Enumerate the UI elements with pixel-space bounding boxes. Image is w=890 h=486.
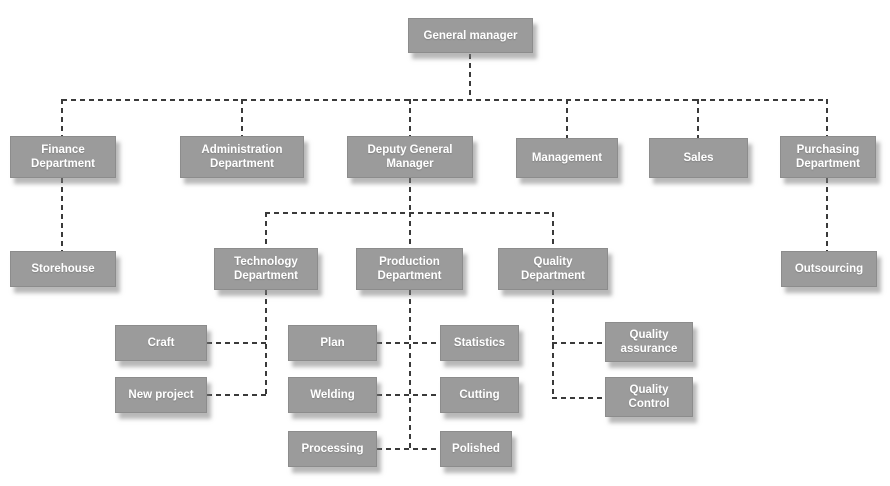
connector-stub-purchasing [826, 99, 828, 136]
node-sales: Sales [649, 138, 748, 178]
connector-purchasing-outsourcing [826, 178, 828, 251]
node-quality-assurance: Quality assurance [605, 322, 693, 362]
connector-finance-storehouse [61, 178, 63, 251]
node-new-project: New project [115, 377, 207, 413]
node-quality-control: Quality Control [605, 377, 693, 417]
node-processing: Processing [288, 431, 377, 467]
connector-stub-management [566, 99, 568, 138]
connector-deputy-down [409, 178, 411, 212]
node-welding: Welding [288, 377, 377, 413]
node-craft: Craft [115, 325, 207, 361]
connector-stub-administration [241, 99, 243, 136]
connector-level2-bus [62, 99, 828, 101]
node-polished: Polished [440, 431, 512, 467]
node-purchasing-department: Purchasing Department [780, 136, 876, 178]
node-quality-department: Quality Department [498, 248, 608, 290]
node-statistics: Statistics [440, 325, 519, 361]
node-storehouse: Storehouse [10, 251, 116, 287]
node-deputy-general-manager: Deputy General Manager [347, 136, 473, 178]
connector-stub-technology [265, 212, 267, 248]
connector-welding-cutting [377, 394, 440, 396]
node-general-manager: General manager [408, 18, 533, 53]
node-outsourcing: Outsourcing [781, 251, 877, 287]
connector-quality-branch [552, 290, 554, 398]
connector-stub-quality [552, 212, 554, 248]
connector-stub-production [409, 212, 411, 248]
connector-stub-deputy [409, 99, 411, 136]
connector-quality-control [552, 397, 605, 399]
connector-stub-finance [61, 99, 63, 136]
connector-processing-polished [377, 448, 440, 450]
connector-new-project [207, 394, 266, 396]
connector-production-branch [409, 290, 411, 452]
connector-gm-down [469, 54, 471, 100]
node-technology-department: Technology Department [214, 248, 318, 290]
node-management: Management [516, 138, 618, 178]
connector-quality-assurance [552, 342, 605, 344]
connector-craft [207, 342, 266, 344]
connector-plan-statistics [377, 342, 440, 344]
node-cutting: Cutting [440, 377, 519, 413]
node-finance-department: Finance Department [10, 136, 116, 178]
connector-technology-branch [265, 290, 267, 396]
node-administration-department: Administration Department [180, 136, 304, 178]
node-production-department: Production Department [356, 248, 463, 290]
connector-stub-sales [697, 99, 699, 138]
node-plan: Plan [288, 325, 377, 361]
